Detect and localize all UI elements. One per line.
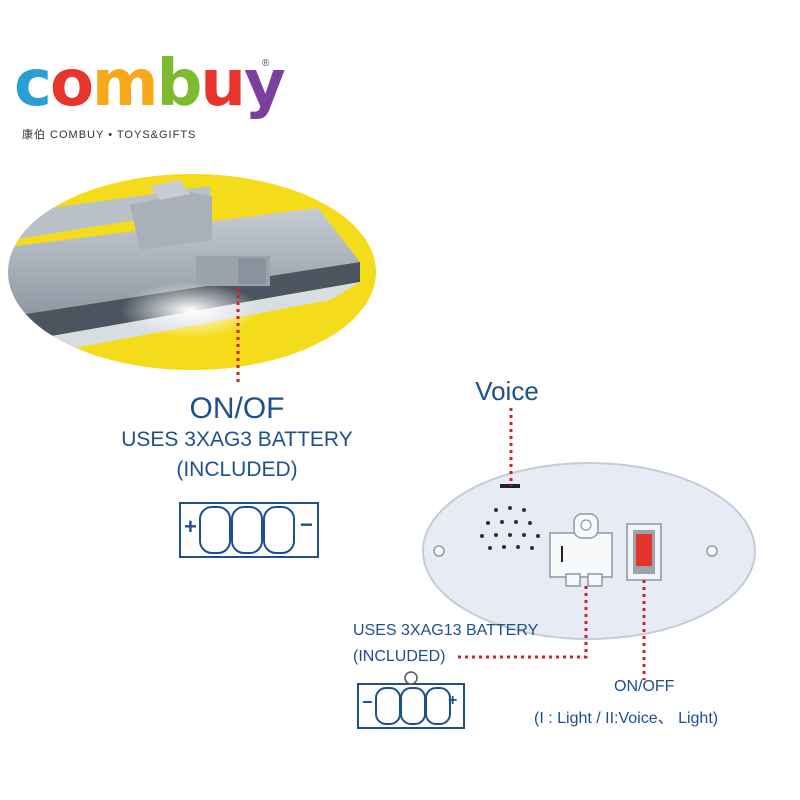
logo-letter: m	[91, 47, 159, 121]
registered-mark: ®	[262, 58, 270, 69]
brand-logo-wordmark: combuy	[14, 47, 286, 121]
battery2-plus: +	[448, 692, 458, 709]
product-closeup-oval	[8, 174, 376, 370]
label-onof: ON/OF	[189, 392, 285, 425]
logo-letter: y	[243, 47, 286, 121]
logo-tagline: 康伯 COMBUY • TOYS&GIFTS	[22, 129, 197, 141]
battery-icon-3xag13	[357, 671, 465, 729]
battery-icon-3xag3	[179, 502, 319, 558]
label-uses-3xag13: USES 3XAG13 BATTERY	[353, 622, 539, 639]
label-included-2: (INCLUDED)	[353, 648, 446, 665]
logo-letter: o	[49, 47, 94, 121]
logo-letter: u	[200, 47, 246, 121]
label-voice: Voice	[475, 376, 539, 406]
label-included-1: (INCLUDED)	[176, 458, 298, 481]
logo-letter: b	[156, 47, 203, 121]
battery1-minus: −	[300, 512, 313, 537]
label-onoff: ON/OFF	[614, 678, 675, 695]
battery1-plus: +	[184, 514, 197, 539]
battery2-minus: −	[362, 692, 373, 712]
callout-line-battery	[456, 586, 588, 659]
label-uses-3xag3: USES 3XAG3 BATTERY	[121, 428, 353, 451]
label-mode-description: (I : Light / II:Voice、 Light)	[534, 710, 719, 727]
device-panel	[422, 462, 756, 640]
logo-letter: c	[14, 47, 52, 121]
